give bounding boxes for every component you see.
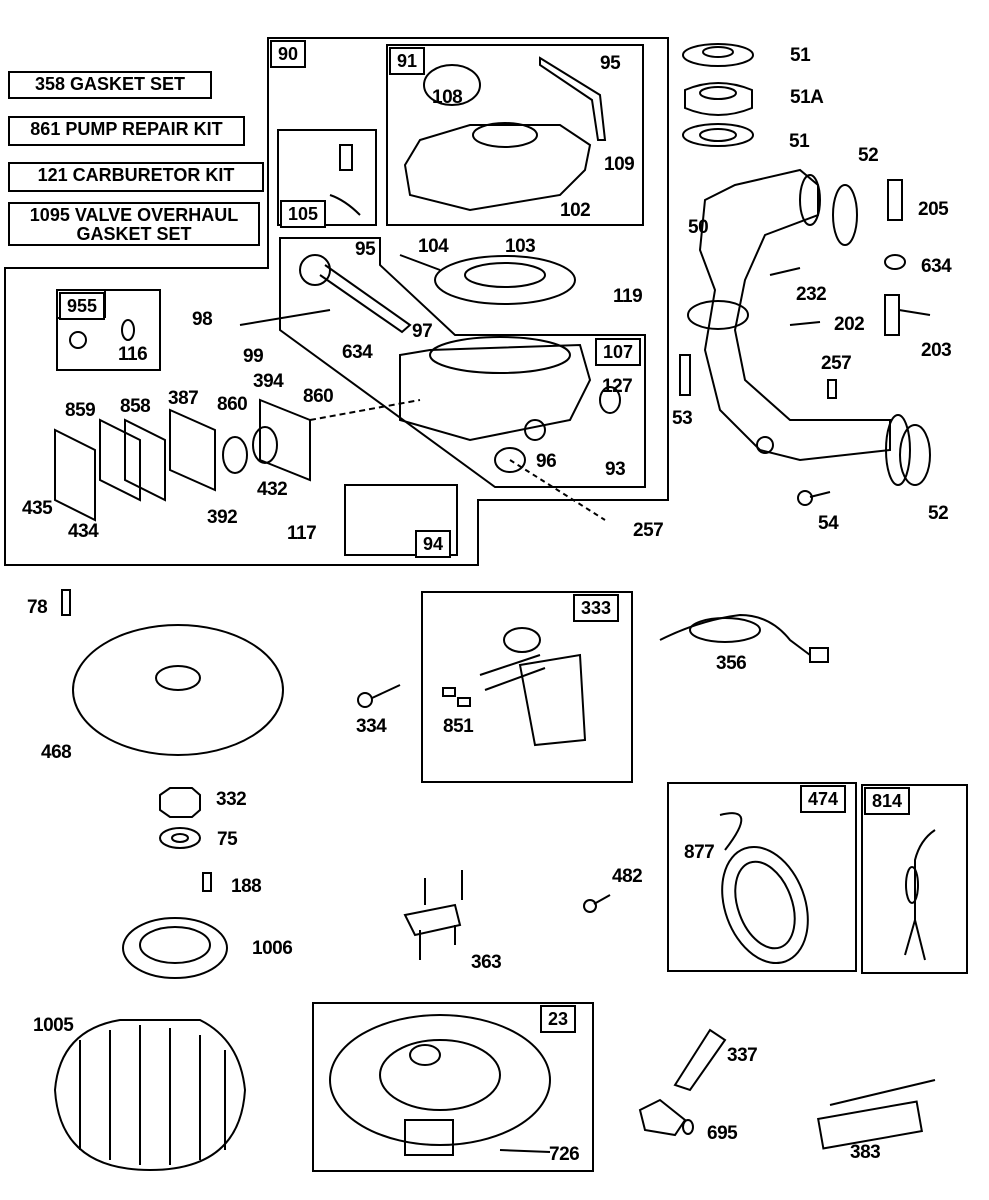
assembly-474-box — [667, 782, 857, 972]
kit-1095-valve-overhaul-gasket-set[interactable]: 1095 VALVE OVERHAUL GASKET SET — [8, 202, 260, 246]
part-102-shape — [403, 124, 592, 212]
part-label-119[interactable]: 119 — [613, 286, 643, 307]
part-label-78[interactable]: 78 — [27, 597, 48, 618]
assembly-814-box — [861, 784, 968, 974]
part-label-332[interactable]: 332 — [216, 789, 247, 810]
assembly-94-box — [344, 484, 458, 556]
part-label-1006[interactable]: 1006 — [252, 938, 293, 959]
part-label-858[interactable]: 858 — [120, 396, 151, 417]
part-label-392[interactable]: 392 — [207, 507, 238, 528]
part-label-203[interactable]: 203 — [921, 340, 952, 361]
part-label-116[interactable]: 116 — [118, 344, 148, 365]
part-label-96[interactable]: 96 — [536, 451, 557, 472]
assembly-955-box — [56, 289, 161, 371]
part-label-634[interactable]: 634 — [921, 256, 952, 277]
assembly-91-box — [386, 44, 644, 226]
part-label-103[interactable]: 103 — [505, 236, 536, 257]
part-label-51A[interactable]: 51A — [790, 87, 824, 108]
part-label-127[interactable]: 127 — [602, 376, 633, 397]
assembly-tag-814[interactable]: 814 — [864, 787, 911, 815]
part-label-51[interactable]: 51 — [790, 45, 811, 66]
part-label-205[interactable]: 205 — [918, 199, 949, 220]
part-label-75[interactable]: 75 — [217, 829, 238, 850]
assembly-333-box — [421, 591, 633, 783]
part-label-188[interactable]: 188 — [231, 876, 262, 897]
assembly-105-box — [277, 129, 377, 226]
part-label-53[interactable]: 53 — [672, 408, 693, 429]
part-label-726[interactable]: 726 — [549, 1144, 580, 1165]
part-label-51[interactable]: 51 — [789, 131, 810, 152]
part-label-95[interactable]: 95 — [600, 53, 621, 74]
part-23-shape — [329, 1014, 551, 1146]
assembly-tag-94[interactable]: 94 — [415, 530, 452, 558]
part-label-1005[interactable]: 1005 — [33, 1015, 74, 1036]
part-label-434[interactable]: 434 — [68, 521, 99, 542]
part-label-108[interactable]: 108 — [432, 87, 463, 108]
part-103-shape — [434, 255, 576, 305]
kit-358-gasket-set[interactable]: 358 GASKET SET — [8, 71, 212, 99]
part-label-387[interactable]: 387 — [168, 388, 199, 409]
assembly-tag-955[interactable]: 955 — [59, 292, 106, 320]
assembly-tag-474[interactable]: 474 — [800, 785, 847, 813]
part-label-97[interactable]: 97 — [412, 321, 433, 342]
part-label-109[interactable]: 109 — [604, 154, 635, 175]
part-107-shape — [399, 343, 592, 442]
part-label-54[interactable]: 54 — [818, 513, 839, 534]
part-468-shape — [72, 624, 284, 756]
part-label-99[interactable]: 99 — [243, 346, 264, 367]
assembly-tag-90[interactable]: 90 — [270, 40, 307, 68]
part-label-104[interactable]: 104 — [418, 236, 449, 257]
part-label-877[interactable]: 877 — [684, 842, 715, 863]
carb-body-outline — [279, 237, 646, 488]
kit-1095-line2: GASKET SET — [76, 223, 192, 244]
part-label-435[interactable]: 435 — [22, 498, 53, 519]
part-label-859[interactable]: 859 — [65, 400, 96, 421]
part-label-860[interactable]: 860 — [303, 386, 334, 407]
assembly-tag-107[interactable]: 107 — [595, 338, 642, 366]
kit-121-carburetor-kit[interactable]: 121 CARBURETOR KIT — [8, 162, 264, 192]
part-label-257[interactable]: 257 — [821, 353, 852, 374]
part-108-shape — [423, 64, 481, 106]
part-label-356[interactable]: 356 — [716, 653, 747, 674]
part-label-93[interactable]: 93 — [605, 459, 626, 480]
part-1005-shape — [53, 1019, 247, 1172]
assembly-tag-91[interactable]: 91 — [389, 47, 426, 75]
part-label-482[interactable]: 482 — [612, 866, 643, 887]
part-label-394[interactable]: 394 — [253, 371, 284, 392]
part-label-337[interactable]: 337 — [727, 1045, 758, 1066]
part-label-695[interactable]: 695 — [707, 1123, 738, 1144]
part-label-95[interactable]: 95 — [355, 239, 376, 260]
assembly-90-outline — [4, 37, 669, 566]
part-label-383[interactable]: 383 — [850, 1142, 881, 1163]
part-label-432[interactable]: 432 — [257, 479, 288, 500]
kit-1095-line1: 1095 VALVE OVERHAUL — [29, 205, 239, 225]
part-label-232[interactable]: 232 — [796, 284, 827, 305]
part-label-334[interactable]: 334 — [356, 716, 387, 737]
part-label-468[interactable]: 468 — [41, 742, 72, 763]
part-label-52[interactable]: 52 — [858, 145, 879, 166]
part-label-50[interactable]: 50 — [688, 217, 709, 238]
part-label-202[interactable]: 202 — [834, 314, 865, 335]
part-label-851[interactable]: 851 — [443, 716, 474, 737]
part-label-860[interactable]: 860 — [217, 394, 248, 415]
part-label-257[interactable]: 257 — [633, 520, 664, 541]
assembly-tag-333[interactable]: 333 — [573, 594, 620, 622]
kit-861-pump-repair-kit[interactable]: 861 PUMP REPAIR KIT — [8, 116, 245, 146]
part-label-117[interactable]: 117 — [287, 523, 317, 544]
assembly-23-box — [312, 1002, 594, 1172]
part-label-363[interactable]: 363 — [471, 952, 502, 973]
assembly-tag-23[interactable]: 23 — [540, 1005, 577, 1033]
part-label-98[interactable]: 98 — [192, 309, 213, 330]
part-label-102[interactable]: 102 — [560, 200, 591, 221]
part-label-634[interactable]: 634 — [342, 342, 373, 363]
assembly-tag-105[interactable]: 105 — [280, 200, 327, 228]
part-label-52[interactable]: 52 — [928, 503, 949, 524]
